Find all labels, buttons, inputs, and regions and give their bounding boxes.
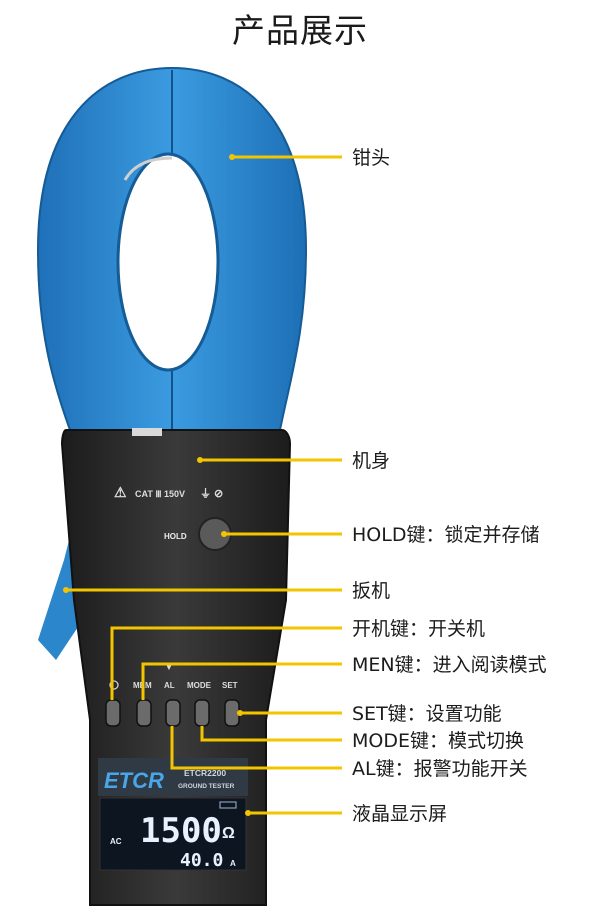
lcd-sub-value: 40.0 [180,850,223,871]
label-power: 开机键：开关机 [352,618,486,640]
lcd-mode: AC [110,837,122,846]
meter-body: ⚠ CAT Ⅲ 150V ⏚ ⊘ HOLD MEM ▼ AL MODE SET … [60,428,292,906]
subtitle-label: GROUND TESTER [178,783,235,790]
svg-text:⊘: ⊘ [214,488,223,500]
model-label: ETCR2200 [184,768,226,778]
label-hold: HOLD键：锁定并存储 [352,524,540,546]
lcd-unit: Ω [222,825,235,842]
clamp-head [36,66,308,431]
svg-text:⚠: ⚠ [114,484,127,500]
label-men: MEN键：进入阅读模式 [352,654,547,676]
set-button[interactable] [224,699,240,727]
lcd-main-value: 1500 [140,811,222,851]
al-button[interactable] [165,699,181,727]
label-mode: MODE键：模式切换 [352,730,524,752]
label-body: 机身 [352,450,391,472]
label-trigger: 扳机 [352,580,391,602]
label-set: SET键：设置功能 [352,703,502,725]
lcd-screen [99,797,247,871]
set-button-label: SET [222,681,238,690]
label-clamp-head: 钳头 [352,147,391,169]
callout-lines [66,155,342,815]
brand-logo: ETCR [104,768,164,793]
page-title: 产品展示 [232,11,368,50]
power-button[interactable] [105,699,121,727]
mode-button[interactable] [194,699,210,727]
label-al: AL键：报警功能开关 [352,758,528,780]
al-button-label: AL [164,681,175,690]
svg-text:▼: ▼ [165,663,173,672]
hold-button-label: HOLD [164,532,187,541]
power-icon [109,680,119,690]
mode-button-label: MODE [187,681,212,690]
svg-text:⏚: ⏚ [200,487,211,500]
warning-text: CAT Ⅲ 150V [135,489,185,499]
lcd-sub-unit: A [230,859,236,868]
mem-button[interactable] [136,699,152,727]
label-lcd: 液晶显示屏 [352,803,448,825]
